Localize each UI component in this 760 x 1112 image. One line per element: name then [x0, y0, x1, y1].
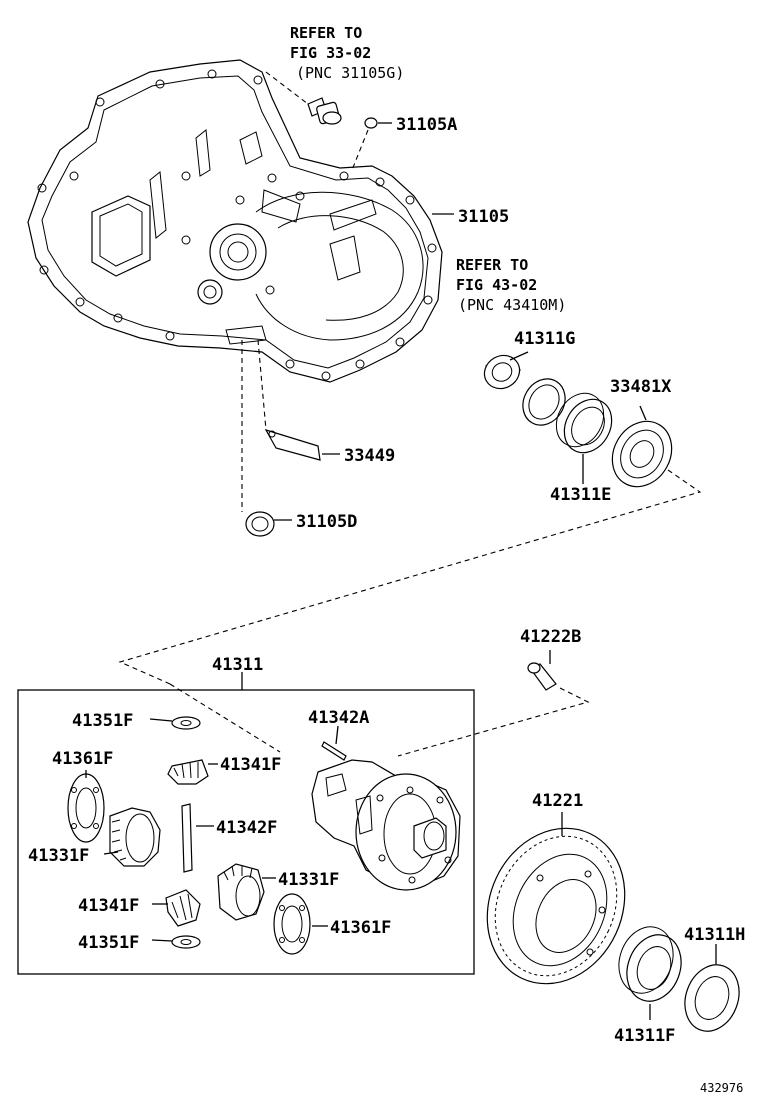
- label-33449[interactable]: 33449: [344, 446, 395, 466]
- label-41341F-bottom[interactable]: 41341F: [78, 896, 139, 916]
- reference-note-mid: REFER TO FIG 43-02 (PNC 43410M): [456, 256, 566, 314]
- housing-bolt-holes: [37, 69, 437, 381]
- label-31105A[interactable]: 31105A: [396, 115, 457, 135]
- seal-31105D[interactable]: [245, 511, 275, 537]
- shim-41311G[interactable]: [515, 371, 574, 433]
- thrust-washer-41361F-left[interactable]: [67, 773, 105, 843]
- plug-31105A[interactable]: [364, 117, 378, 129]
- label-41311F[interactable]: 41311F: [614, 1026, 675, 1046]
- pinion-gear-41341F-bottom[interactable]: [165, 889, 201, 927]
- shim-41311H[interactable]: [676, 957, 748, 1039]
- label-41361F-right[interactable]: 41361F: [330, 918, 391, 938]
- label-41351F-top[interactable]: 41351F: [72, 711, 133, 731]
- pinion-shaft-41342F[interactable]: [181, 803, 193, 873]
- differential-case[interactable]: [311, 759, 461, 891]
- ref-top-line1: REFER TO: [290, 24, 362, 42]
- label-41341F-top[interactable]: 41341F: [220, 755, 281, 775]
- ref-mid-line1: REFER TO: [456, 256, 528, 274]
- ref-top-line3: (PNC 31105G): [296, 64, 404, 82]
- oil-seal-33481X[interactable]: [601, 411, 683, 498]
- bearing-41311G[interactable]: [478, 349, 525, 395]
- label-41351F-bottom[interactable]: 41351F: [78, 933, 139, 953]
- differential-case-box: [17, 689, 475, 975]
- label-41311E[interactable]: 41311E: [550, 485, 611, 505]
- side-gear-41331F-right[interactable]: [217, 863, 265, 921]
- label-41311G[interactable]: 41311G: [514, 329, 575, 349]
- ref-top-line2: FIG 33-02: [290, 44, 371, 62]
- diagram-id: 432976: [700, 1081, 743, 1095]
- transaxle-housing[interactable]: [27, 59, 443, 383]
- ref-mid-line3: (PNC 43410M): [458, 296, 566, 314]
- breather-plug[interactable]: [307, 97, 342, 125]
- label-31105[interactable]: 31105: [458, 207, 509, 227]
- label-41361F-left[interactable]: 41361F: [52, 749, 113, 769]
- bolt-41222B[interactable]: [527, 662, 557, 691]
- reference-note-top: REFER TO FIG 33-02 (PNC 31105G): [290, 24, 404, 82]
- side-gear-41331F-left[interactable]: [109, 807, 161, 867]
- bearing-race-41311E[interactable]: [547, 385, 621, 461]
- ref-mid-line2: FIG 43-02: [456, 276, 537, 294]
- thrust-washer-41361F-right[interactable]: [273, 893, 311, 955]
- label-41342F[interactable]: 41342F: [216, 818, 277, 838]
- label-41331F-right[interactable]: 41331F: [278, 870, 339, 890]
- label-41311H[interactable]: 41311H: [684, 925, 745, 945]
- label-41221[interactable]: 41221: [532, 791, 583, 811]
- label-41331F-left[interactable]: 41331F: [28, 846, 89, 866]
- washer-41351F-bottom[interactable]: [171, 935, 201, 949]
- label-41342A[interactable]: 41342A: [308, 708, 369, 728]
- label-33481X[interactable]: 33481X: [610, 377, 672, 397]
- ring-gear-41221[interactable]: [462, 806, 649, 1007]
- pinion-gear-41341F-top[interactable]: [167, 759, 209, 785]
- washer-41351F-top[interactable]: [171, 716, 201, 730]
- pin-41342A[interactable]: [321, 741, 347, 761]
- plate-33449[interactable]: [264, 428, 321, 461]
- label-31105D[interactable]: 31105D: [296, 512, 357, 532]
- label-41311[interactable]: 41311: [212, 655, 263, 675]
- label-41222B[interactable]: 41222B: [520, 627, 581, 647]
- bearing-41311F[interactable]: [610, 919, 690, 1009]
